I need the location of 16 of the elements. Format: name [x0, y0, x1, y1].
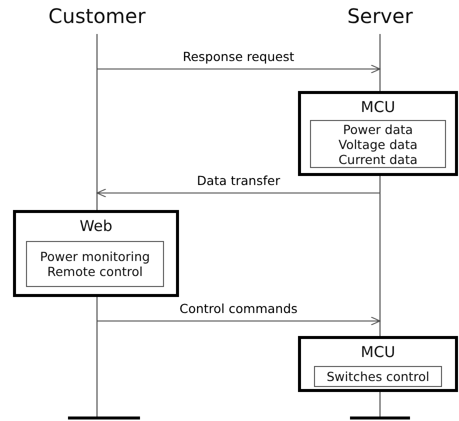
data-box: Power data Voltage data Current data: [310, 120, 446, 168]
message-arrow: [96, 64, 380, 74]
edge-label: Control commands: [177, 301, 300, 316]
function-box: Power monitoring Remote control: [26, 241, 164, 287]
box-title: MCU: [360, 98, 396, 116]
box-title: Web: [78, 217, 114, 235]
message-arrow: [96, 316, 380, 326]
message-arrow: [96, 188, 380, 198]
box-title: MCU: [360, 343, 396, 361]
edge-label: Response request: [180, 49, 296, 64]
participant-label: Server: [347, 4, 413, 28]
process-box: [298, 336, 458, 392]
process-box: [298, 91, 458, 176]
process-box: [13, 210, 179, 297]
function-box: Switches control: [314, 366, 442, 387]
participant-label: Customer: [48, 4, 146, 28]
